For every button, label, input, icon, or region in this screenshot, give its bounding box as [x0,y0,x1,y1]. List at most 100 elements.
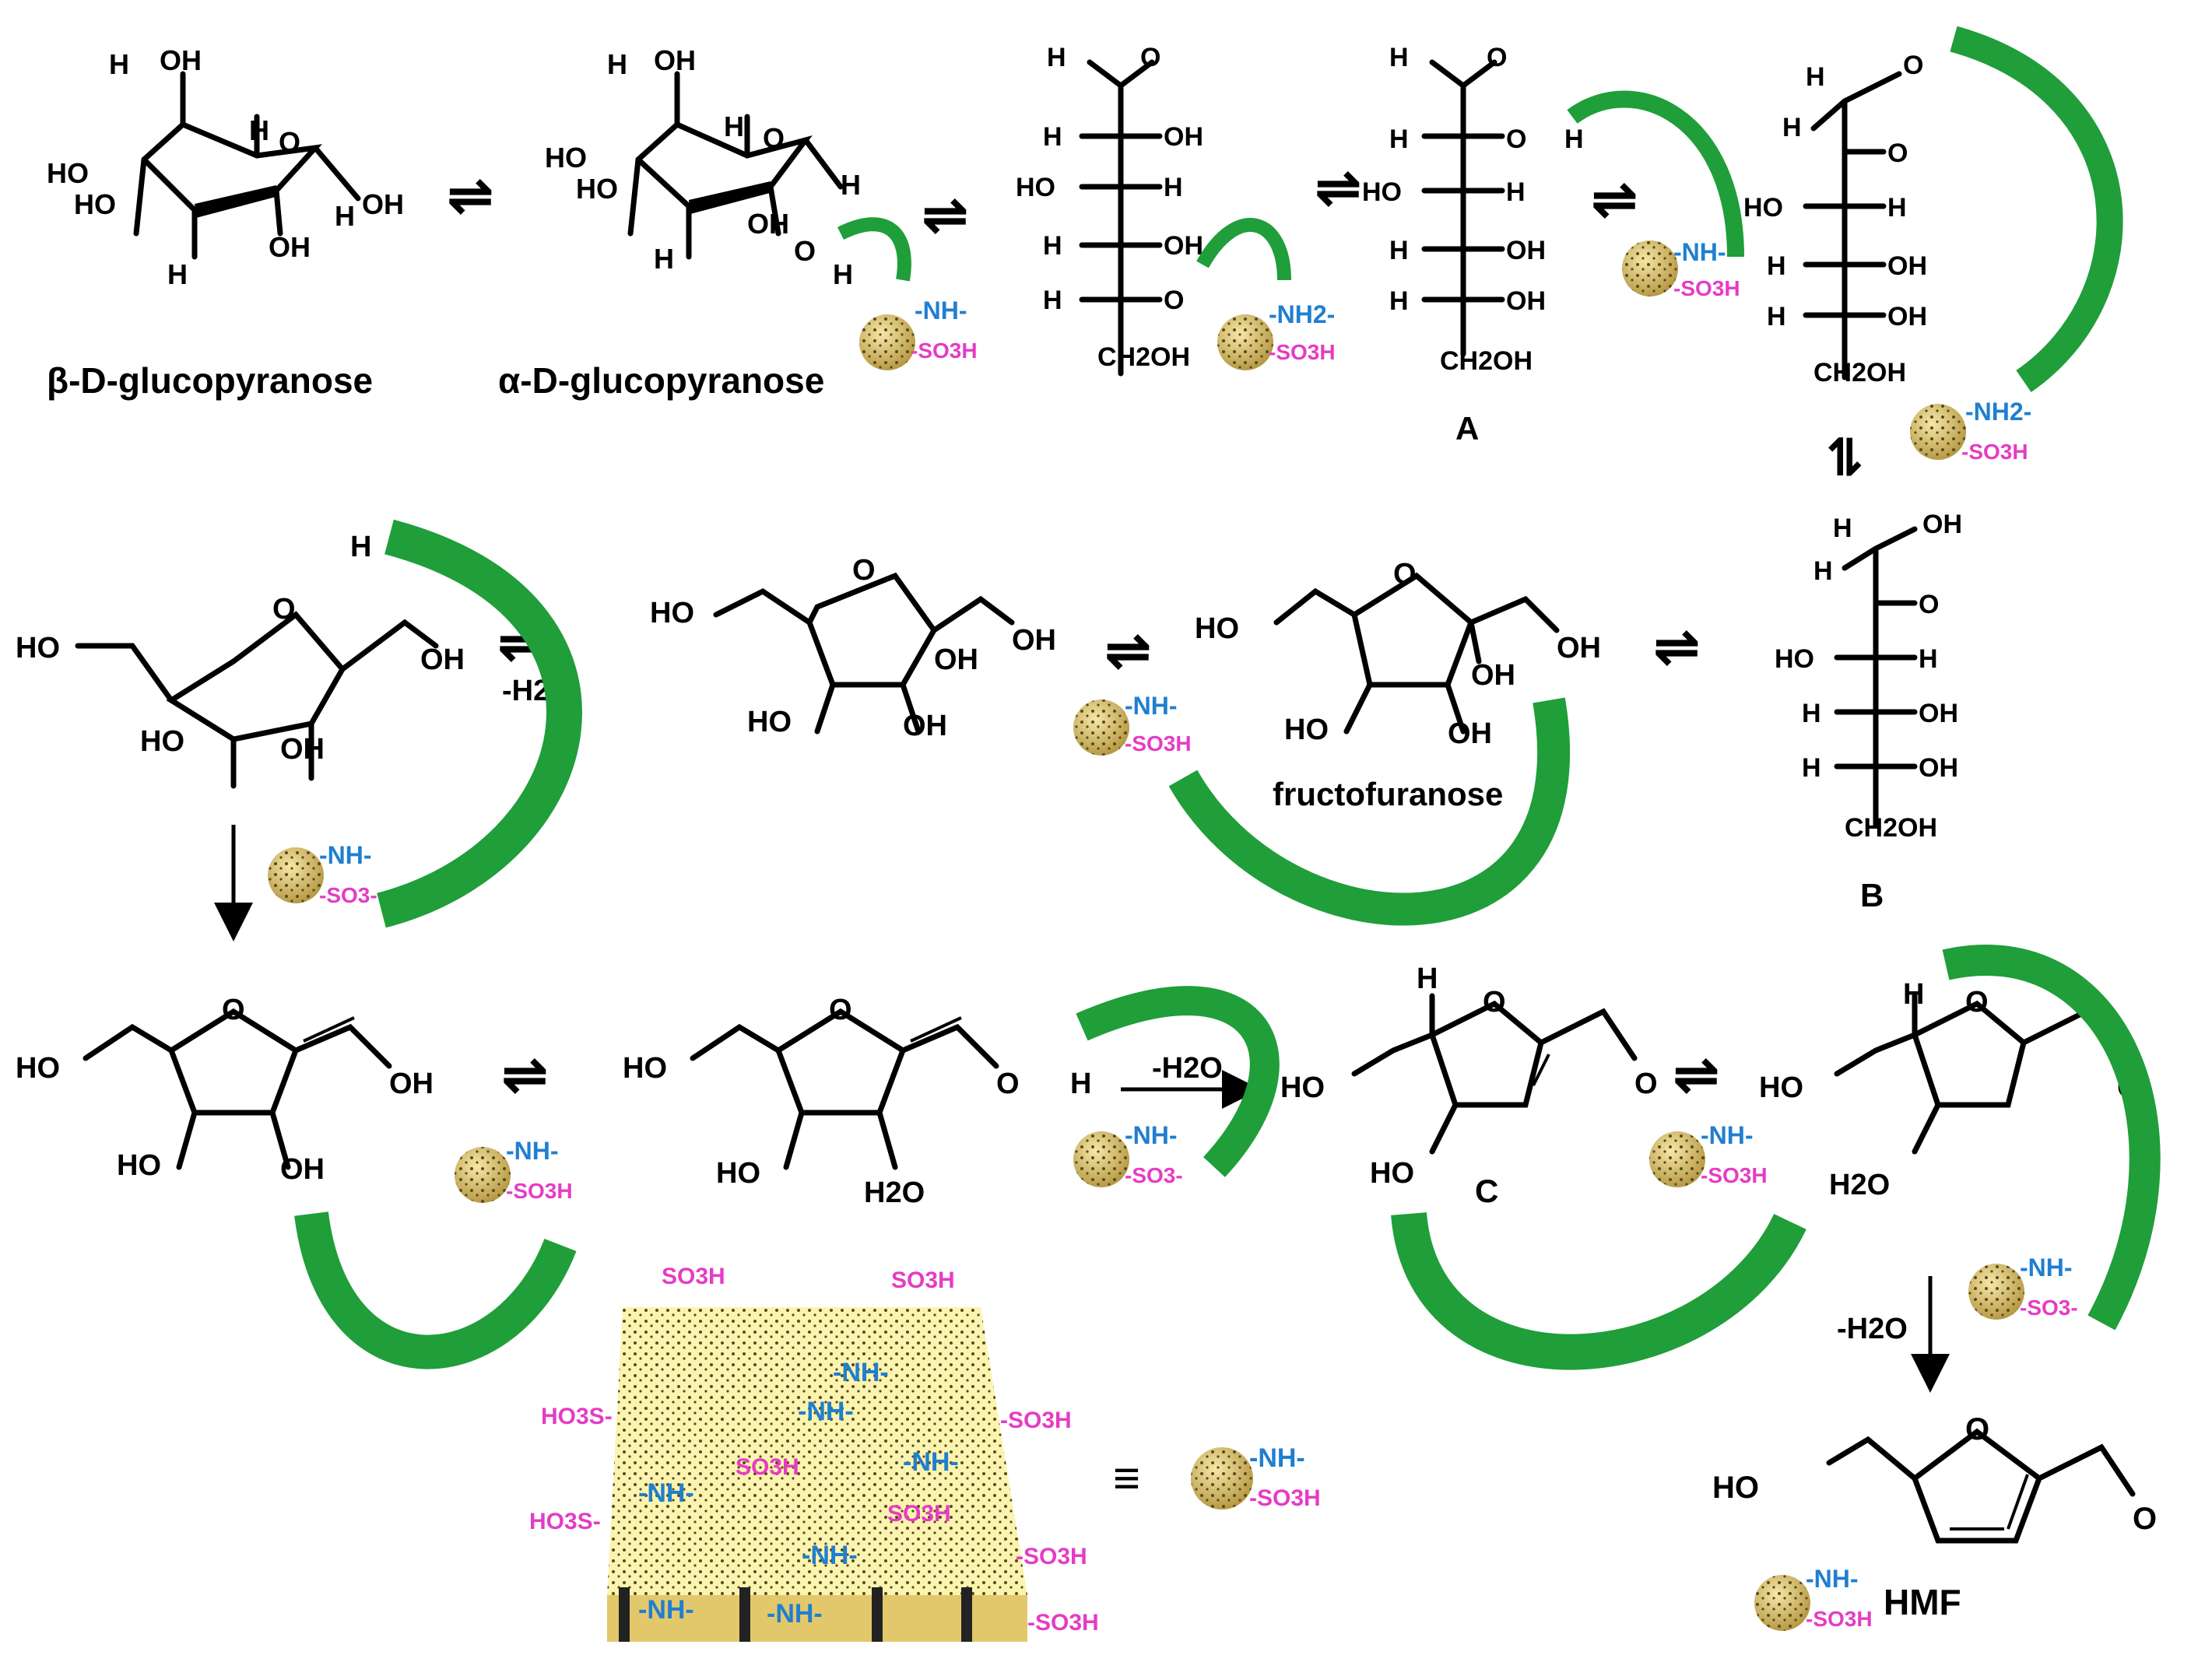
sulfonic-group: -SO3H [911,338,978,363]
catalyst-particle: -NH- -SO3H [1073,692,1192,756]
water-loss-label: -H2O [1837,1313,1908,1345]
atom-label: HO [47,157,89,189]
atom-label: HO [545,142,587,174]
beta-glucopyranose-structure: H OH HO HO H O OH H OH H [47,44,404,290]
electron-flow-arrow [1076,986,1280,1177]
atom-label: O [222,994,245,1026]
equilibrium-arrow: ⇌ [1818,436,1874,478]
catalyst-particle: -NH- -SO3H [1754,1565,1873,1631]
atom-label: H [1833,514,1852,543]
electron-flow-arrow [1942,945,2161,1331]
sulfonic-group: SO3H [662,1264,725,1289]
atom-label: H [833,258,853,290]
sulfonic-group: -SO3H [1806,1607,1873,1631]
electron-flow-arrow [1950,26,2123,392]
atom-label: OH [1506,286,1546,316]
electron-flow-arrow [294,1211,577,1369]
sulfonic-group: -SO3H [1000,1408,1072,1433]
atom-label: OH [420,643,465,676]
atom-label: H [724,110,744,142]
electron-flow-arrow [1567,90,1744,258]
amine-group: -NH- [915,296,967,324]
atom-label: HO [140,725,184,758]
equilibrium-arrow: ⇌ [1673,1044,1719,1105]
atom-label: O [1140,43,1160,72]
label-alpha-glucopyranose: α-D-glucopyranose [498,360,824,401]
atom-label: H [1043,122,1062,152]
atom-label: O [852,554,876,587]
atom-label: OH [1887,302,1927,331]
equilibrium-arrow: ⇌ [448,165,493,226]
atom-label: O [996,1068,1020,1100]
catalyst-sheet: -NH- -NH- -NH- -NH- -NH- -NH- -NH- SO3H … [529,1264,1099,1642]
atom-label: OH [934,643,978,676]
amine-group: -NH- [2020,1254,2073,1282]
atom-label: O [1393,558,1417,591]
hmf-structure: HO O O [1712,1412,2157,1544]
oxocarbenium-furanose: HO O H OH HO OH [16,531,465,789]
amine-group: -NH- [638,1595,694,1625]
sulfonic-group: SO3H [887,1501,951,1527]
atom-label: OH [1164,231,1203,261]
atom-label: HO [650,597,694,629]
amine-group: -NH- [1125,1121,1178,1149]
atom-label: H [1802,699,1821,728]
atom-label: OH [362,188,404,220]
atom-label: H [335,200,355,232]
atom-label: H [1389,124,1409,154]
sulfonic-group: HO3S- [541,1404,613,1429]
atom-label: HO [16,632,60,664]
catalyst-particle: -NH2- -SO3H [1217,300,1336,370]
atom-label: O [1965,986,1989,1019]
atom-label: OH [389,1068,434,1100]
atom-label: O [763,122,785,154]
atom-label: HO [623,1052,667,1085]
sulfonic-group: SO3H [891,1268,955,1293]
atom-label: O [1887,139,1908,168]
sulfonic-group: -SO3H [1961,440,2028,464]
sulfonic-group: -SO3H [1701,1163,1768,1187]
atom-label: HO [1370,1157,1414,1190]
atom-label: H2O [864,1176,925,1209]
atom-label: H [1389,286,1409,316]
atom-label: CH2OH [1097,342,1190,372]
amine-group: -NH- [1249,1443,1305,1473]
atom-label: HO [747,706,792,738]
amine-group: -NH- [1701,1121,1754,1149]
atom-label: O [1164,286,1184,315]
sulfonic-group: -SO3H [1016,1544,1087,1569]
atom-label: H [1043,286,1062,315]
amine-group: -NH- [506,1137,559,1165]
atom-label: H [1802,753,1821,783]
atom-label: O [794,235,816,267]
amine-group: -NH- [802,1541,858,1570]
atom-label: OH [1922,510,1962,539]
atom-label: HO [1775,644,1814,674]
amine-group: -NH- [833,1358,889,1387]
atom-label: H [607,48,627,80]
atom-label: HO [117,1149,161,1182]
amine-group: -NH- [1125,692,1178,720]
sulfonic-group: -SO3H [1269,340,1336,364]
atom-label: OH [1919,753,1958,783]
atom-label: OH [1164,122,1203,152]
atom-label: HO [74,188,116,220]
equilibrium-arrow: ⇌ [1105,620,1151,681]
enolate-intermediate: H O H O HO H H OH H OH CH2OH [1743,51,1927,387]
atom-label: CH2OH [1813,358,1906,387]
water-loss-label: -H2O [1152,1052,1223,1085]
atom-label: H [109,48,129,80]
atom-label: OH [1557,632,1601,664]
catalyst-particle: -NH- -SO3H [1622,238,1740,300]
open-chain-intermediate-a: H O H O H HO H H OH H OH CH2OH [1362,43,1584,376]
sulfonic-group: -SO3H [506,1179,573,1203]
atom-label: OH [1887,251,1927,281]
catalyst-particle: -NH- -SO3H [1649,1121,1768,1187]
equilibrium-arrow: ⇌ [1592,169,1638,230]
fructofuranose-structure: HO O OH OH HO OH [1195,558,1601,750]
atom-label: O [2133,1502,2157,1536]
atom-label: H [1903,978,1924,1011]
atom-label: CH2OH [1440,346,1533,376]
catalyst-particle: -NH- -SO3- [1073,1121,1183,1187]
protonated-fructofuranose: HO O OH OH HO OH [650,554,1056,742]
